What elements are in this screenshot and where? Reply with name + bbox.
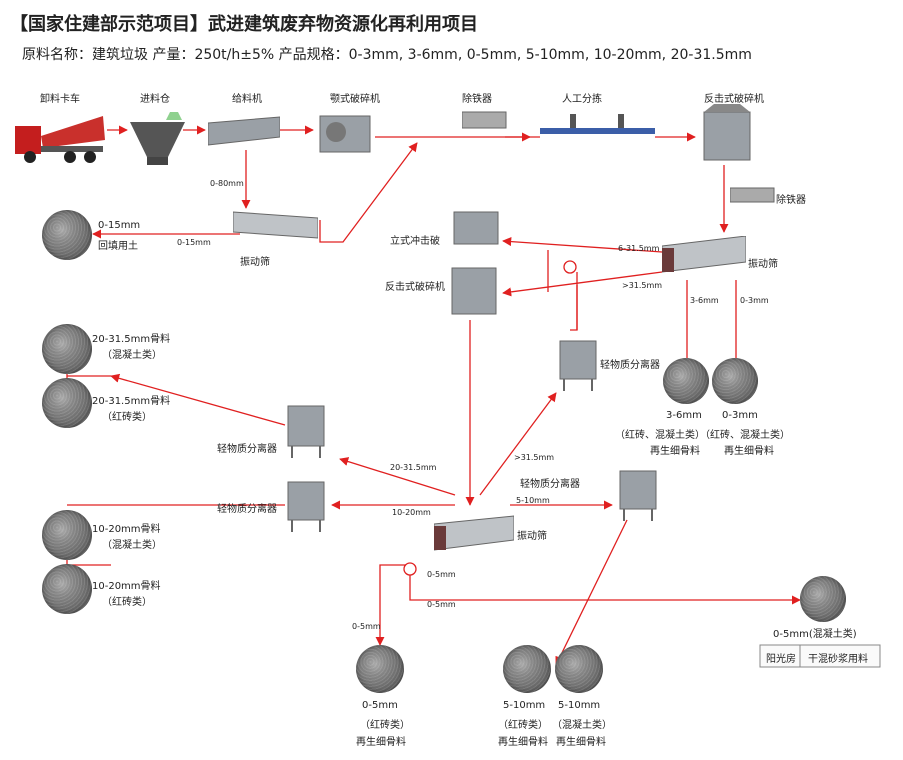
product-size: 0-5mm(混凝土类) [773,629,857,640]
mortar-box-label: 干混砂浆用料 [808,654,868,665]
arrow-screen3-light3 [479,392,557,496]
product-type: 再生细骨料 [556,737,606,748]
iron-remover-2-icon [729,186,776,208]
vibrating-screen-2-icon [661,235,747,282]
vsi-crusher-icon [448,208,504,248]
product-size: 10-20mm骨料 [92,581,161,592]
jaw-crusher-icon [318,110,374,154]
light-separator-4-icon [616,465,660,521]
product-use: （混凝土类） [552,720,612,731]
product-use: （红砖、混凝土类） [700,430,790,441]
light-separator-3-icon [556,335,600,391]
impact-crusher-2-icon [450,262,500,318]
light-separator-1-label: 轻物质分离器 [217,444,277,455]
feeder-icon [207,115,281,151]
arrow-screen3-05 [375,564,410,646]
page-subtitle: 原料名称：建筑垃圾 产量：250t/h±5% 产品规格：0-3mm, 3-6mm… [22,47,752,63]
vibrating-screen-3-icon [433,512,515,558]
impact-crusher-icon [700,104,756,164]
product-use: （红砖、混凝土类） [615,430,705,441]
product-type: 再生细骨料 [650,446,700,457]
hopper-icon [130,112,185,167]
product-type: 再生细骨料 [724,446,774,457]
screen-2-label: 振动筛 [748,259,778,270]
light-separator-2-label: 轻物质分离器 [217,504,277,515]
feeder-label: 给料机 [232,94,262,105]
flow-label: >31.5mm [514,453,555,462]
product-type: 再生细骨料 [498,737,548,748]
flow-label: 0-5mm [352,622,381,631]
impact-crusher-2-label: 反击式破碎机 [385,282,445,293]
light-separator-1-icon [284,400,328,458]
product-use: （红砖类） [102,412,152,423]
product-size: 10-20mm骨料 [92,524,161,535]
product-size: 20-31.5mm骨料 [92,396,171,407]
arrow-screen3-light1 [339,457,456,496]
aggregate-pile-icon [42,564,92,614]
product-size: 3-6mm [666,410,702,421]
product-use: （红砖类） [360,720,410,731]
aggregate-pile-icon [42,324,92,374]
iron-remover-label: 除铁器 [462,94,492,105]
product-size: 0-3mm [722,410,758,421]
aggregate-pile-icon [503,645,551,693]
flow-label: >31.5mm [622,281,663,290]
flow-label: 0-80mm [210,179,244,188]
flow-label: 10-20mm [392,508,431,517]
flow-label: 0-3mm [740,296,769,305]
aggregate-pile-icon [555,645,603,693]
manual-sort-label: 人工分拣 [562,94,602,105]
aggregate-pile-icon [42,210,92,260]
product-size: 0-15mm [98,220,141,231]
aggregate-pile-icon [356,645,404,693]
product-type: 再生细骨料 [356,737,406,748]
product-use: （混凝土类） [102,540,162,551]
arrow-screen3-05b [409,575,801,605]
arrow-light4-pile [555,519,628,666]
aggregate-pile-icon [42,378,92,428]
product-size: 0-5mm [362,700,398,711]
aggregate-pile-icon [663,358,709,404]
product-use: （红砖类） [498,720,548,731]
flow-label: 0-5mm [427,600,456,609]
screen-3-label: 振动筛 [517,531,547,542]
truck-label: 卸料卡车 [40,94,80,105]
hopper-label: 进料仓 [140,94,170,105]
arrow-light1-pile [110,373,286,426]
flow-label: 0-15mm [177,238,211,247]
flow-label: 3-6mm [690,296,719,305]
dump-truck-icon [15,108,107,164]
arrow-screen2-impact2 [502,271,663,297]
jaw-crusher-label: 颚式破碎机 [330,94,380,105]
iron-remover-icon [461,110,508,134]
flow-label: 0-5mm [427,570,456,579]
screen-1-label: 振动筛 [240,257,270,268]
vibrating-screen-1-icon [232,208,319,244]
product-size: 5-10mm [503,700,546,711]
page-title: 【国家住建部示范项目】武进建筑废弃物资源化再利用项目 [10,14,478,35]
arrow-screen1-jaw [319,142,418,243]
light-separator-4-label: 轻物质分离器 [520,479,580,490]
light-separator-3-label: 轻物质分离器 [600,360,660,371]
aggregate-pile-icon [800,576,846,622]
vsi-label: 立式冲击破 [390,236,440,247]
iron-remover-2-label: 除铁器 [776,195,806,206]
flow-label: 20-31.5mm [390,463,437,472]
product-use: （红砖类） [102,597,152,608]
aggregate-pile-icon [42,510,92,560]
sunroom-box-label: 阳光房 [766,654,796,665]
light-separator-2-icon [284,476,328,532]
product-use: 回填用土 [98,241,138,252]
aggregate-pile-icon [712,358,758,404]
product-size: 5-10mm [558,700,601,711]
impact-crusher-label: 反击式破碎机 [704,94,764,105]
arrow-screen2-vsi [502,237,663,253]
product-size: 20-31.5mm骨料 [92,334,171,345]
flow-label: 5-10mm [516,496,550,505]
manual-sort-icon [540,112,655,148]
product-use: （混凝土类） [102,350,162,361]
flow-label: 6-31.5mm [618,244,660,253]
